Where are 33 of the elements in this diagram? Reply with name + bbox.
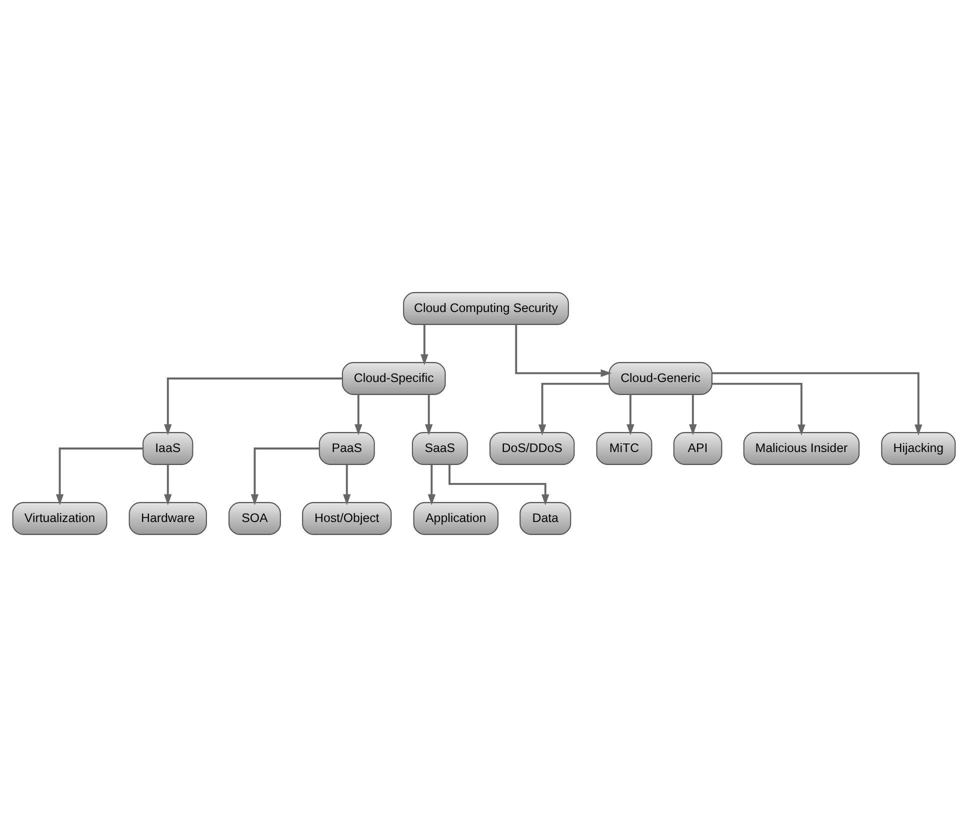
arrow <box>424 394 433 436</box>
node-box: PaaS <box>318 432 375 465</box>
node-box: DoS/DDoS <box>489 432 575 465</box>
node-box: Host/Object <box>302 502 392 535</box>
node-box: Data <box>520 502 572 535</box>
node-box: Cloud-Specific <box>342 362 446 395</box>
arrow <box>428 464 436 506</box>
arrow <box>712 382 806 436</box>
arrow <box>538 382 610 436</box>
arrow <box>343 464 351 506</box>
arrow <box>712 372 922 436</box>
arrow <box>56 448 143 506</box>
node-box: SaaS <box>412 432 468 465</box>
node-box: Cloud Computing Security <box>403 292 569 325</box>
node-box: Hijacking <box>881 432 956 465</box>
arrow <box>164 378 342 436</box>
arrow <box>448 464 550 506</box>
node-box: MiTC <box>596 432 652 465</box>
node-box: SOA <box>228 502 281 535</box>
arrow <box>250 448 320 506</box>
arrow <box>420 324 428 366</box>
node-box: API <box>673 432 722 465</box>
arrow <box>354 394 362 436</box>
arrow <box>164 464 172 506</box>
node-box: Hardware <box>128 502 207 535</box>
arrow <box>515 324 612 378</box>
node-box: Virtualization <box>12 502 108 535</box>
node-box: Malicious Insider <box>743 432 860 465</box>
node-box: Application <box>413 502 498 535</box>
arrow <box>689 394 697 436</box>
node-box: IaaS <box>142 432 194 465</box>
arrow <box>626 394 634 436</box>
node-box: Cloud-Generic <box>608 362 712 395</box>
